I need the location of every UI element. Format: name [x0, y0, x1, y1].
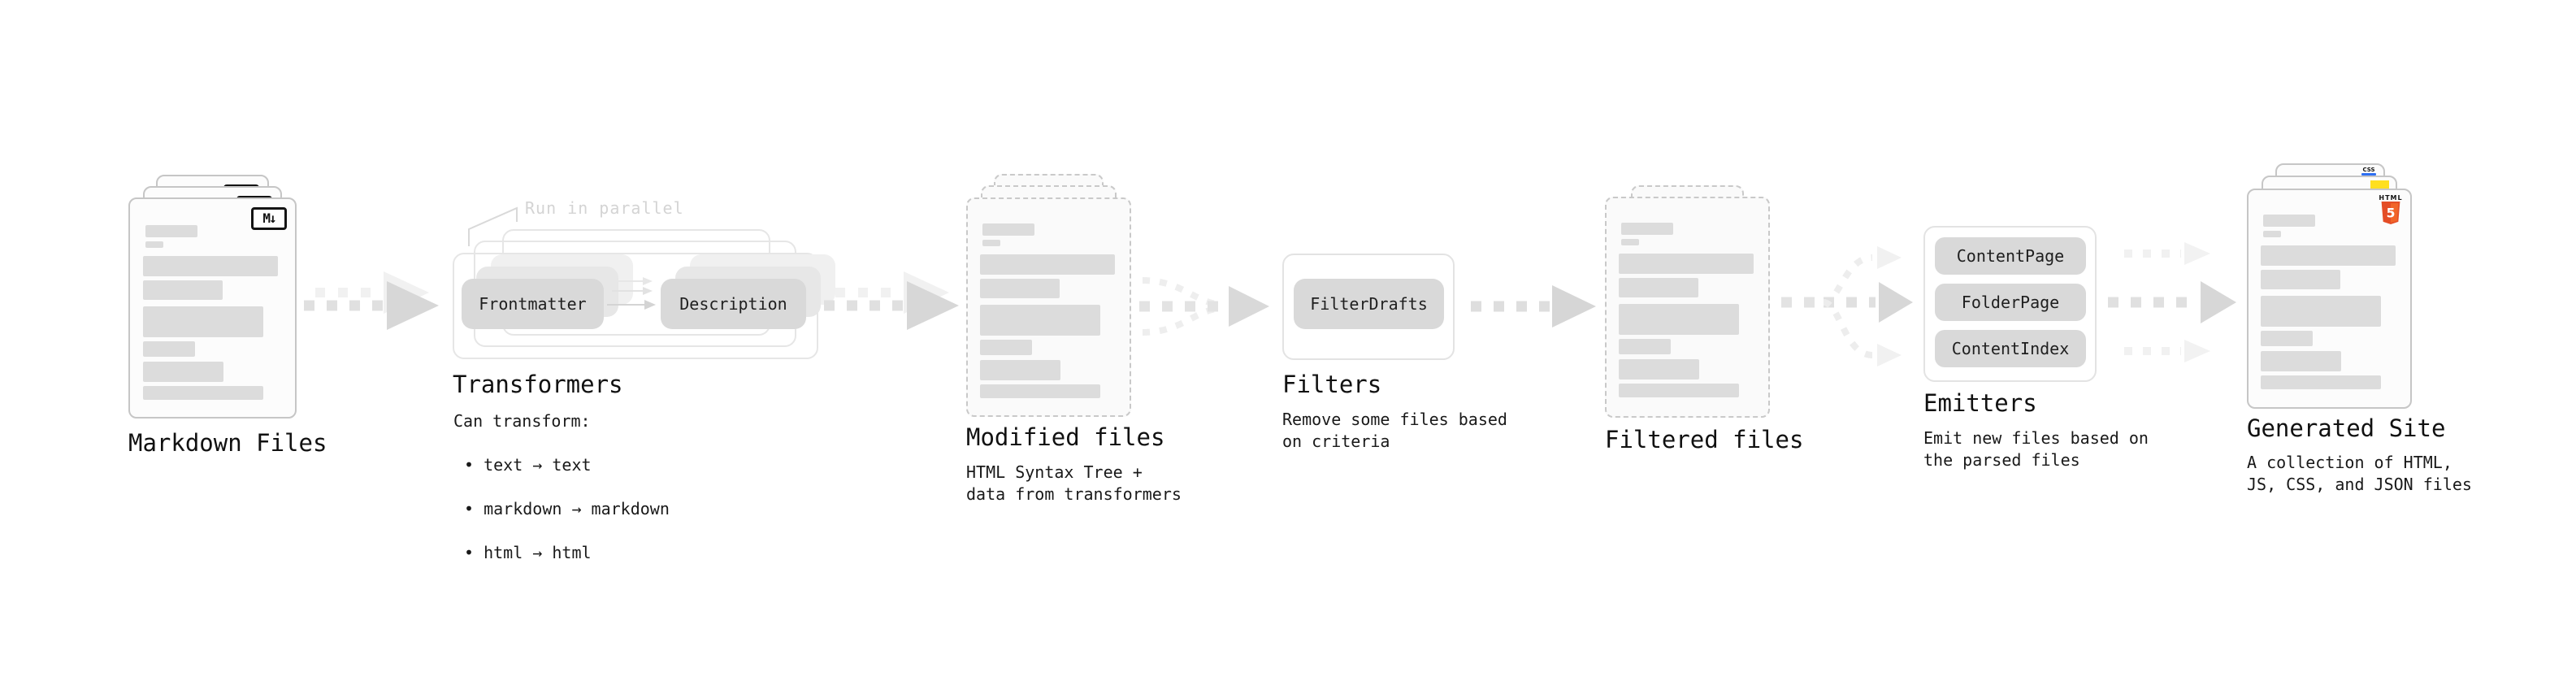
text-line-bar — [2261, 375, 2381, 389]
text-line-bar — [2263, 215, 2315, 227]
emitters-heading: Emitters — [1923, 389, 2037, 417]
text-line-bar — [2263, 231, 2281, 237]
arrow-filters-to-filtered-icon — [1471, 285, 1596, 327]
text-line-bar — [143, 386, 263, 400]
filtered-files-label: Filtered files — [1605, 426, 1804, 453]
text-line-bar — [1619, 254, 1754, 274]
modified-files-description: HTML Syntax Tree + data from transformer… — [966, 462, 1182, 504]
bullet-item: • markdown → markdown — [464, 499, 670, 518]
text-line-bar — [1621, 239, 1639, 245]
text-line-bar — [980, 340, 1032, 355]
arrow-split-filtered-to-emitters-icon — [1781, 246, 1913, 367]
bullet-item: • text → text — [464, 455, 592, 475]
text-line-bar — [980, 360, 1060, 380]
filters-description: Remove some files based on criteria — [1282, 410, 1507, 451]
filtered-file-card-front — [1605, 197, 1770, 418]
description-transformer-button: Description — [661, 279, 806, 329]
arrow-emitters-to-site-icon — [2108, 242, 2236, 362]
generated-site-description: A collection of HTML, JS, CSS, and JSON … — [2247, 453, 2472, 494]
text-line-bar — [980, 279, 1060, 298]
text-line-bar — [1619, 359, 1699, 380]
transformers-bullet-list: • text → text • markdown → markdown • ht… — [464, 432, 670, 586]
text-line-bar — [2261, 245, 2396, 266]
text-line-bar — [982, 240, 1000, 246]
html5-icon: HTML 5 — [2379, 194, 2403, 228]
arrow-markdown-to-transformers-icon — [304, 271, 439, 330]
text-line-bar — [143, 306, 263, 337]
css-icon: CSS — [2361, 167, 2376, 176]
markdown-icon: M↓ — [251, 207, 287, 230]
transformers-intro: Can transform: — [453, 411, 591, 431]
modified-file-card-front — [966, 197, 1131, 417]
html-file-card-front: HTML 5 — [2247, 189, 2412, 409]
run-in-parallel-annotation: Run in parallel — [525, 198, 684, 218]
emitters-description: Emit new files based on the parsed files — [1923, 428, 2149, 470]
text-line-bar — [2261, 270, 2340, 289]
contentpage-emitter-button: ContentPage — [1935, 237, 2086, 275]
filters-heading: Filters — [1282, 371, 1382, 398]
text-line-bar — [982, 223, 1034, 236]
text-line-bar — [143, 362, 223, 382]
text-line-bar — [980, 254, 1115, 275]
bullet-item: • html → html — [464, 543, 592, 562]
contentindex-emitter-button: ContentIndex — [1935, 330, 2086, 367]
text-line-bar — [980, 384, 1100, 398]
text-line-bar — [143, 256, 278, 276]
svg-text:5: 5 — [2387, 206, 2396, 221]
arrow-merge-modified-to-filters-icon — [1139, 277, 1269, 336]
text-line-bar — [143, 280, 223, 300]
text-line-bar — [145, 225, 197, 237]
generated-site-label: Generated Site — [2247, 414, 2446, 442]
annotation-callout-line-icon — [468, 206, 518, 246]
text-line-bar — [1619, 278, 1698, 297]
text-line-bar — [143, 341, 195, 357]
javascript-icon — [2370, 180, 2389, 189]
text-line-bar — [1621, 223, 1673, 235]
text-line-bar — [980, 305, 1100, 336]
filterdrafts-button: FilterDrafts — [1294, 279, 1444, 329]
markdown-file-card-front: M↓ — [128, 197, 297, 419]
text-line-bar — [2261, 296, 2381, 327]
text-line-bar — [145, 241, 163, 248]
transform-flow-arrows-icon — [607, 277, 656, 310]
folderpage-emitter-button: FolderPage — [1935, 284, 2086, 321]
markdown-files-label: Markdown Files — [128, 429, 327, 457]
text-line-bar — [1619, 304, 1739, 335]
transformers-heading: Transformers — [453, 371, 623, 398]
arrow-transformers-to-modified-icon — [824, 271, 959, 330]
frontmatter-transformer-button: Frontmatter — [462, 279, 604, 329]
modified-files-label: Modified files — [966, 423, 1165, 451]
text-line-bar — [1619, 339, 1671, 354]
text-line-bar — [2261, 351, 2341, 371]
text-line-bar — [2261, 331, 2313, 346]
text-line-bar — [1619, 384, 1739, 397]
